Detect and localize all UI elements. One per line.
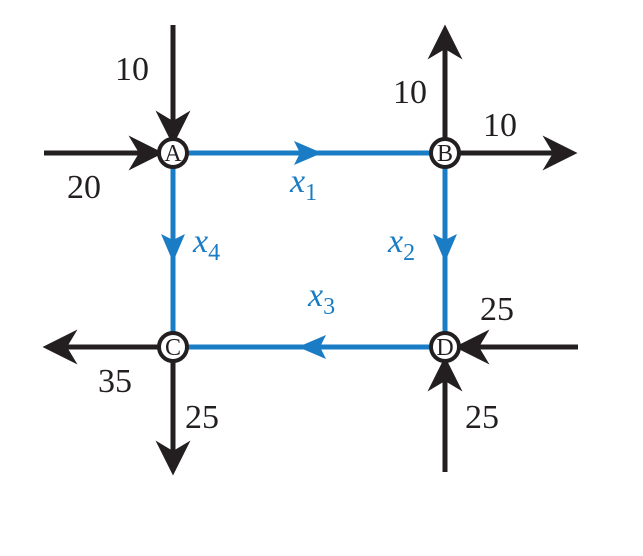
label-x1: x1 (289, 163, 317, 206)
label-out-C-bottom: 25 (185, 399, 219, 436)
svg-text:B: B (437, 141, 453, 167)
label-x3: x3 (307, 277, 335, 320)
arrowhead-x4 (161, 234, 185, 262)
label-x2: x2 (387, 223, 415, 266)
label-into-D-bottom: 25 (465, 399, 499, 436)
external-flows (42, 24, 578, 476)
internal-arrowheads (161, 141, 457, 359)
label-into-A-left: 20 (67, 169, 101, 206)
label-into-D-right: 25 (480, 291, 514, 328)
label-x4: x4 (192, 223, 220, 266)
node-B: B (429, 137, 461, 169)
node-D: D (429, 331, 461, 363)
label-out-B-top: 10 (393, 74, 427, 111)
label-into-A-top: 10 (115, 51, 149, 88)
label-out-B-right: 10 (483, 107, 517, 144)
node-C: C (157, 331, 189, 363)
arrowhead-x1 (294, 141, 322, 165)
arrowhead-x3 (298, 335, 326, 359)
svg-text:D: D (436, 335, 453, 361)
arrowhead-x2 (433, 234, 457, 262)
svg-text:C: C (165, 335, 181, 361)
svg-text:A: A (164, 141, 182, 167)
node-A: A (157, 137, 189, 169)
label-out-C-left: 35 (98, 363, 132, 400)
